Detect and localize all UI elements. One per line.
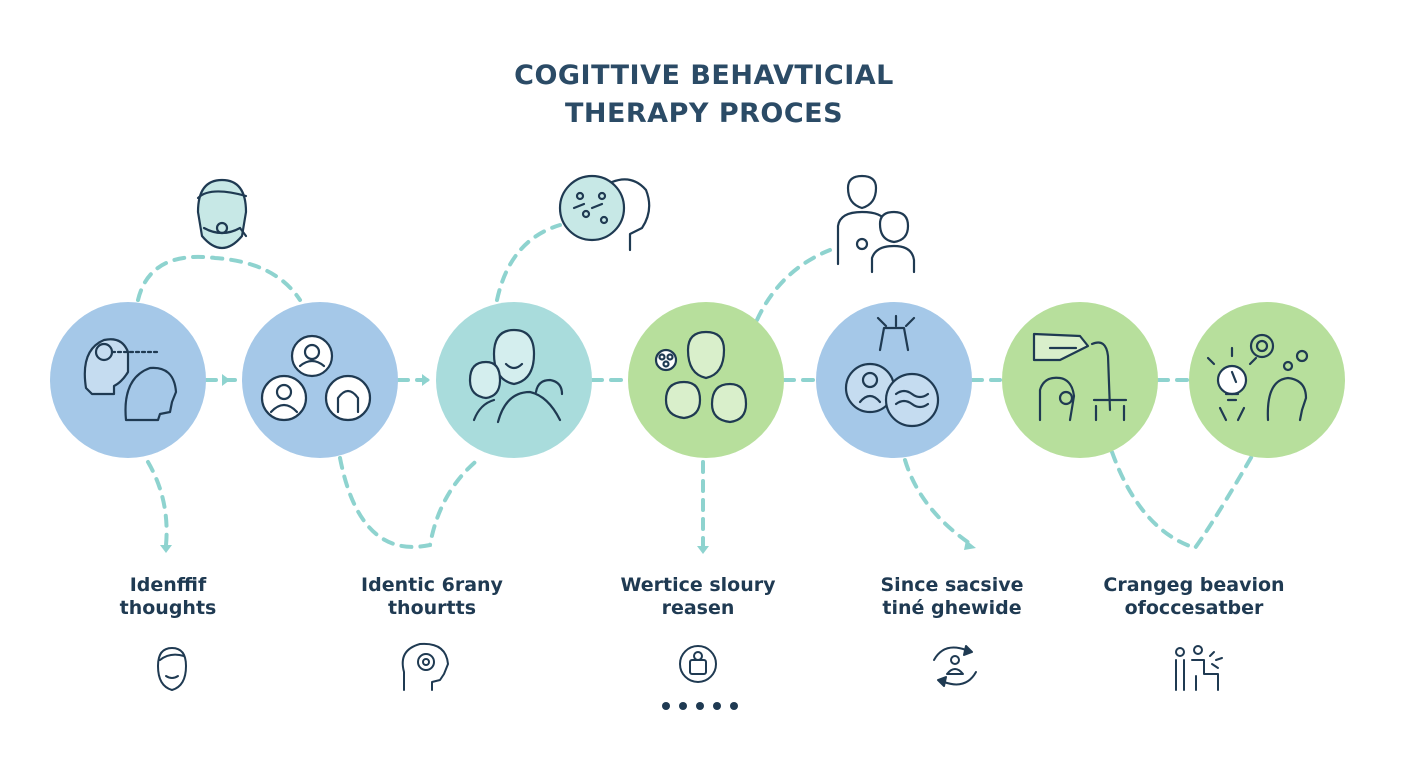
step-label-4-line2: tiné ghewide [882, 597, 1022, 619]
pagination-dot-2[interactable] [679, 702, 687, 710]
arc-top-1 [136, 255, 302, 302]
idea-card-icon [679, 645, 717, 683]
step-label-5-line1: Crangeg beavion [1103, 574, 1285, 596]
circle-6 [1002, 302, 1158, 458]
arc-top-3 [755, 248, 832, 322]
step-label-1-line1: Idenffif [129, 574, 207, 596]
pagination-dot-5[interactable] [730, 702, 738, 710]
step-label-2-line1: Identic 6rany [361, 574, 503, 596]
parent-child-icon [836, 174, 916, 274]
page-title-line-2: THERAPY PROCES [564, 98, 844, 129]
group-discussion-icon [260, 334, 372, 422]
arc-down-1 [146, 460, 169, 547]
family-icon [468, 328, 564, 424]
arrowhead-h1 [222, 374, 230, 386]
step-label-2-line2: thourtts [387, 597, 477, 619]
arrowhead-4 [964, 540, 976, 550]
cycle-person-icon [933, 645, 977, 687]
pagination-dot-4[interactable] [713, 702, 721, 710]
arrowhead-3 [697, 546, 709, 554]
face-icon [157, 647, 187, 691]
pagination-dot-3[interactable] [696, 702, 704, 710]
circle-1 [50, 302, 206, 458]
arrowhead-1 [160, 545, 172, 553]
step-label-5-line2: ofoccesatber [1124, 597, 1264, 619]
head-with-molecules-icon [558, 174, 651, 252]
arc-down-2 [338, 456, 482, 549]
arrowhead-h2 [422, 374, 430, 386]
page-title-line-1: COGITTIVE BEHAVTICIAL [514, 60, 894, 91]
circle-2 [242, 302, 398, 458]
step-label-5: Crangeg beavion ofoccesatber [1074, 574, 1314, 620]
support-people-icon [1175, 645, 1223, 691]
step-label-3-line2: reasen [661, 597, 735, 619]
pagination-dot-1[interactable] [662, 702, 670, 710]
arc-down-4 [903, 458, 974, 547]
step-label-4: Since sacsive tiné ghewide [832, 574, 1072, 620]
arc-top-2 [495, 223, 562, 302]
brain-waves-icon [844, 314, 940, 428]
arc-down-5 [1110, 450, 1254, 551]
step-label-3-line1: Wertice sloury [620, 574, 776, 596]
head-gear-icon [401, 642, 449, 691]
head-with-mask-icon [196, 178, 248, 250]
pagination-dots[interactable] [662, 702, 738, 710]
step-label-2: Identic 6rany thourtts [312, 574, 552, 620]
lightbulb-head-icon [1206, 333, 1309, 422]
step-circles [50, 302, 1345, 458]
step-label-3: Wertice sloury reasen [578, 574, 818, 620]
helping-hand-icon [1032, 332, 1128, 422]
step-label-4-line1: Since sacsive [880, 574, 1024, 596]
step-label-1-line2: thoughts [119, 597, 217, 619]
step-label-1: Idenffif thoughts [48, 574, 288, 620]
circle-7 [1189, 302, 1345, 458]
connectors [136, 223, 1254, 551]
group-of-three-icon [654, 330, 748, 424]
arrowheads [160, 374, 976, 554]
circle-4 [628, 302, 784, 458]
two-heads-thought-icon [83, 338, 178, 422]
